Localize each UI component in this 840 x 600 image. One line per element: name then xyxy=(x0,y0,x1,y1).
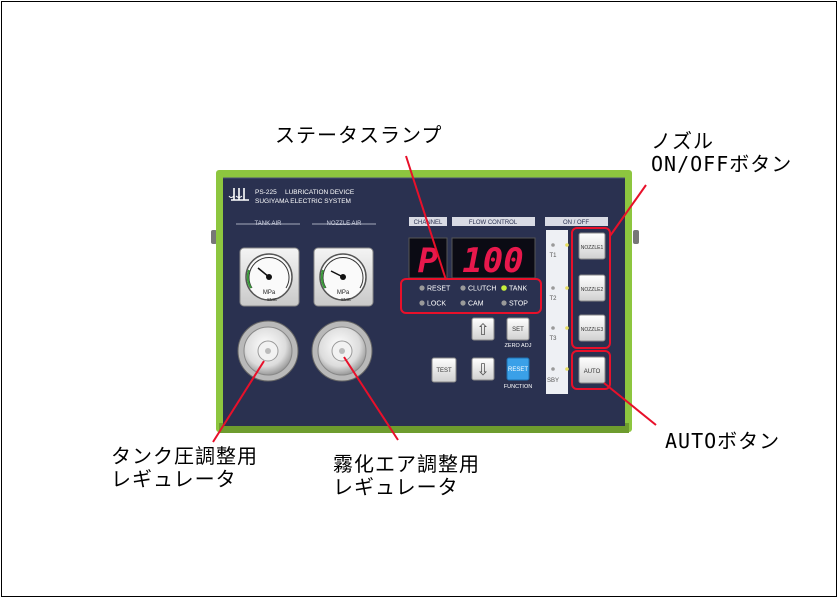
test-button[interactable]: TEST xyxy=(431,357,457,383)
lamp-cam-icon xyxy=(460,300,466,306)
product-label: LUBRICATION DEVICE xyxy=(285,189,355,196)
down-arrow-icon: ⇩ xyxy=(476,360,489,379)
standby-led-icon xyxy=(565,367,569,371)
lamp-stop-icon xyxy=(501,300,507,306)
flow-display xyxy=(451,237,536,279)
nozzle-buttons-highlight xyxy=(571,227,611,349)
brand-logo-icon xyxy=(228,188,249,201)
flow-control-label: FLOW CONTROL xyxy=(469,220,518,226)
standby-lamp-icon xyxy=(551,367,555,371)
nozzle3-tag: T3 xyxy=(549,336,557,342)
nozzle-regulator-knob[interactable] xyxy=(311,320,373,382)
side-bolt-left xyxy=(211,230,217,244)
maker-label: SUGIYAMA ELECTRIC SYSTEM xyxy=(255,198,351,205)
lamp-stop-label: STOP xyxy=(509,301,528,308)
nozzle1-lamp-icon xyxy=(551,243,555,247)
nozzle2-button-label: NOZZLE2 xyxy=(581,287,604,293)
side-bolt-right xyxy=(633,230,639,244)
callout-nozzle-line2: ON/OFFボタン xyxy=(651,152,793,176)
callout-mist-regulator: 霧化エア調整用 レギュレータ xyxy=(333,453,480,499)
model-label: PS-225 xyxy=(255,189,277,196)
lamp-reset-label: RESET xyxy=(427,286,451,293)
nozzle3-button[interactable]: NOZZLE3 xyxy=(578,314,606,342)
status-lamps: RESET CLUTCH TANK LOCK CAM STOP xyxy=(419,285,528,308)
nozzle-air-label: NOZZLE AIR xyxy=(326,221,362,227)
callout-nozzle-button: ノズル ON/OFFボタン xyxy=(651,130,792,176)
callout-tank-line1: タンク圧調整用 xyxy=(111,444,258,468)
nozzle3-lamp-icon xyxy=(551,326,555,330)
nozzle1-button[interactable]: NOZZLE1 xyxy=(578,232,606,260)
callout-mist-line2: レギュレータ xyxy=(333,475,459,499)
nozzle1-led-icon xyxy=(565,243,569,247)
lamp-clutch-icon xyxy=(460,285,466,291)
on-off-label: ON / OFF xyxy=(563,220,589,226)
callout-auto-button: AUTOボタン xyxy=(665,430,780,453)
device-casing-shadow xyxy=(219,423,629,433)
zero-adj-label: ZERO ADJ xyxy=(505,343,532,349)
channel-display-value: P xyxy=(418,241,439,281)
lamp-lock-label: LOCK xyxy=(427,301,446,308)
channel-display xyxy=(408,237,448,279)
set-button-label: SET xyxy=(512,327,524,333)
nozzle2-lamp-icon xyxy=(551,286,555,290)
callout-tank-regulator: タンク圧調整用 レギュレータ xyxy=(111,445,258,491)
nozzle2-led-icon xyxy=(565,286,569,290)
tank-regulator-knob[interactable] xyxy=(237,320,299,382)
lamp-lock-icon xyxy=(419,300,425,306)
callout-mist-line1: 霧化エア調整用 xyxy=(333,452,480,476)
lamp-clutch-label: CLUTCH xyxy=(468,286,496,293)
reset-button-label: RESET xyxy=(508,367,528,373)
set-button[interactable]: SET xyxy=(506,317,530,341)
tank-air-label: TANK AIR xyxy=(255,221,283,227)
callout-auto-text: AUTOボタン xyxy=(665,429,781,453)
callout-tank-line2: レギュレータ xyxy=(111,467,237,491)
test-button-label: TEST xyxy=(436,368,452,374)
lamp-cam-label: CAM xyxy=(468,301,484,308)
standby-tag: SBY xyxy=(547,378,559,384)
callout-nozzle-line1: ノズル xyxy=(651,129,714,153)
flow-display-value: 100 xyxy=(462,241,523,281)
nozzle-air-gauge: MPa SMC xyxy=(313,247,374,307)
callout-status-lamp-text: ステータスランプ xyxy=(275,123,443,147)
status-lamp-highlight xyxy=(400,278,542,314)
up-arrow-icon: ⇧ xyxy=(476,320,489,339)
lamp-reset-icon xyxy=(419,285,425,291)
function-label: FUNCTION xyxy=(504,384,532,390)
auto-button-label: AUTO xyxy=(584,369,601,375)
tank-gauge-unit: MPa xyxy=(263,290,276,296)
lamp-tank-label: TANK xyxy=(509,286,527,293)
nozzle-gauge-unit: MPa xyxy=(337,290,350,296)
auto-button-highlight xyxy=(571,350,611,390)
callout-leaders xyxy=(212,155,657,443)
auto-button[interactable]: AUTO xyxy=(578,356,606,384)
down-button[interactable]: ⇩ xyxy=(471,357,495,381)
nozzle-status-strip xyxy=(546,230,568,394)
nozzle2-button[interactable]: NOZZLE2 xyxy=(578,274,606,302)
callout-status-lamp: ステータスランプ xyxy=(275,124,442,147)
nozzle1-tag: T1 xyxy=(549,253,557,259)
lamp-tank-icon xyxy=(501,285,507,291)
nozzle-gauge-brand: SMC xyxy=(341,297,352,302)
tank-air-gauge: MPa SMC xyxy=(239,247,300,307)
reset-button[interactable]: RESET xyxy=(506,357,530,381)
nozzle3-led-icon xyxy=(565,326,569,330)
up-button[interactable]: ⇧ xyxy=(471,317,495,341)
nozzle1-button-label: NOZZLE1 xyxy=(581,245,604,251)
tank-gauge-brand: SMC xyxy=(267,297,278,302)
nozzle3-button-label: NOZZLE3 xyxy=(581,327,604,333)
nozzle2-tag: T2 xyxy=(549,296,557,302)
